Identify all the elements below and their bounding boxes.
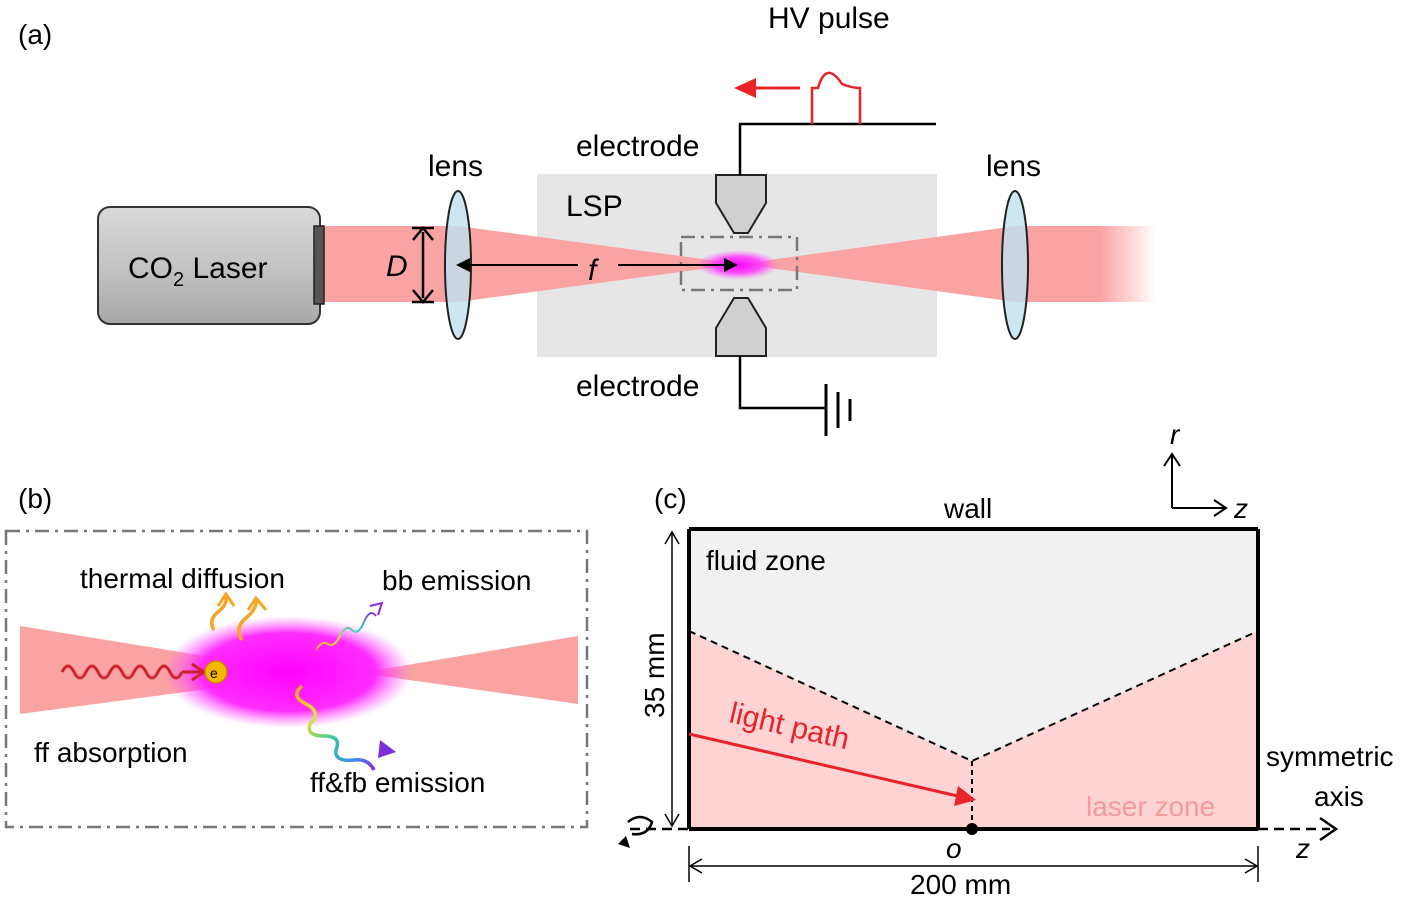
zone-boundary [688, 630, 1259, 763]
zoom-box-detail [4, 529, 589, 829]
electrode-bottom-label: electrode [576, 370, 699, 403]
height-arrowhead-bottom [664, 813, 680, 828]
hv-pulse-arrowhead [734, 78, 756, 98]
electrode-top [715, 174, 767, 234]
chamber-label: LSP [566, 190, 623, 223]
electrode-top-label: electrode [576, 130, 699, 163]
electrode-bottom [715, 297, 767, 357]
light-path-arrow [688, 732, 963, 799]
fffb-emission-wave [295, 684, 376, 771]
diameter-label: D [386, 250, 408, 283]
panel-a-tag: (a) [18, 19, 52, 50]
length-arrowhead-left [688, 858, 703, 874]
electrode-top-wire [738, 122, 936, 175]
thermal-arrow-1 [210, 595, 229, 631]
focal-label: f [588, 254, 599, 287]
height-arrowhead-top [664, 530, 680, 545]
focal-arrowhead-left [456, 258, 470, 272]
beam-diverging [740, 226, 1016, 302]
lens-right-label: lens [986, 150, 1041, 183]
zoom-box [679, 235, 799, 292]
z-axis-arrowhead [1213, 499, 1228, 517]
electrode-bottom-wire [738, 356, 826, 410]
laser-zone-area [689, 631, 1258, 829]
bb-emission-arrowhead [369, 601, 384, 616]
fluid-zone-label: fluid zone [706, 545, 826, 576]
panel-b-tag: (b) [18, 483, 52, 514]
fffb-emission-arrowhead [378, 740, 396, 758]
axis-arrowhead [1319, 816, 1339, 842]
beam-output [1016, 226, 1156, 302]
r-axis-arrowhead [1163, 452, 1181, 467]
origin-point [966, 823, 978, 835]
axis-label: axis [1314, 781, 1364, 812]
symmetric-label: symmetric [1266, 741, 1394, 772]
length-arrowhead-right [1244, 858, 1259, 874]
panel-a: (a) LSP CO2 Laser lens lens D f [18, 2, 1156, 436]
plasma-b [163, 616, 413, 728]
thermal-arrowhead-2 [246, 595, 268, 611]
focal-arrowhead-right [724, 258, 738, 272]
beam-out-b [360, 636, 578, 704]
lens-right [1001, 190, 1029, 340]
length-label: 200 mm [910, 869, 1011, 900]
panel-c: (c) o light path wall fluid zone laser z… [618, 419, 1394, 900]
ff-absorption-label: ff absorption [34, 737, 188, 768]
electron [204, 660, 228, 684]
z-axis-label: z [1233, 493, 1248, 524]
ff-absorption-wave [60, 664, 184, 680]
laser-aperture [313, 225, 325, 305]
r-axis-label: r [1170, 419, 1181, 450]
panel-b: (b) e thermal diffusion bb emission ff a… [4, 483, 589, 829]
lens-left-label: lens [428, 150, 483, 183]
bb-emission-label: bb emission [382, 565, 531, 596]
thermal-diffusion-label: thermal diffusion [80, 563, 285, 594]
thermal-arrow-2 [237, 597, 259, 641]
origin-label: o [946, 833, 962, 864]
electron-label: e [210, 665, 218, 681]
fffb-emission-label: ff&fb emission [310, 767, 485, 798]
ff-absorption-arrowhead [191, 662, 207, 682]
bb-emission-wave [315, 612, 377, 651]
height-label: 35 mm [639, 632, 670, 718]
laser-zone-label: laser zone [1086, 791, 1215, 822]
hv-pulse-shape [810, 71, 862, 124]
hv-pulse-label: HV pulse [768, 2, 890, 35]
wall-label: wall [943, 493, 992, 524]
thermal-arrowhead-1 [216, 591, 236, 607]
light-path-arrowhead [954, 786, 976, 806]
laser-label: CO2 Laser [128, 252, 268, 291]
rotation-symbol [627, 815, 654, 836]
panel-c-tag: (c) [654, 483, 687, 514]
axis-z-label: z [1295, 833, 1310, 864]
rotation-arrowhead [618, 836, 630, 848]
